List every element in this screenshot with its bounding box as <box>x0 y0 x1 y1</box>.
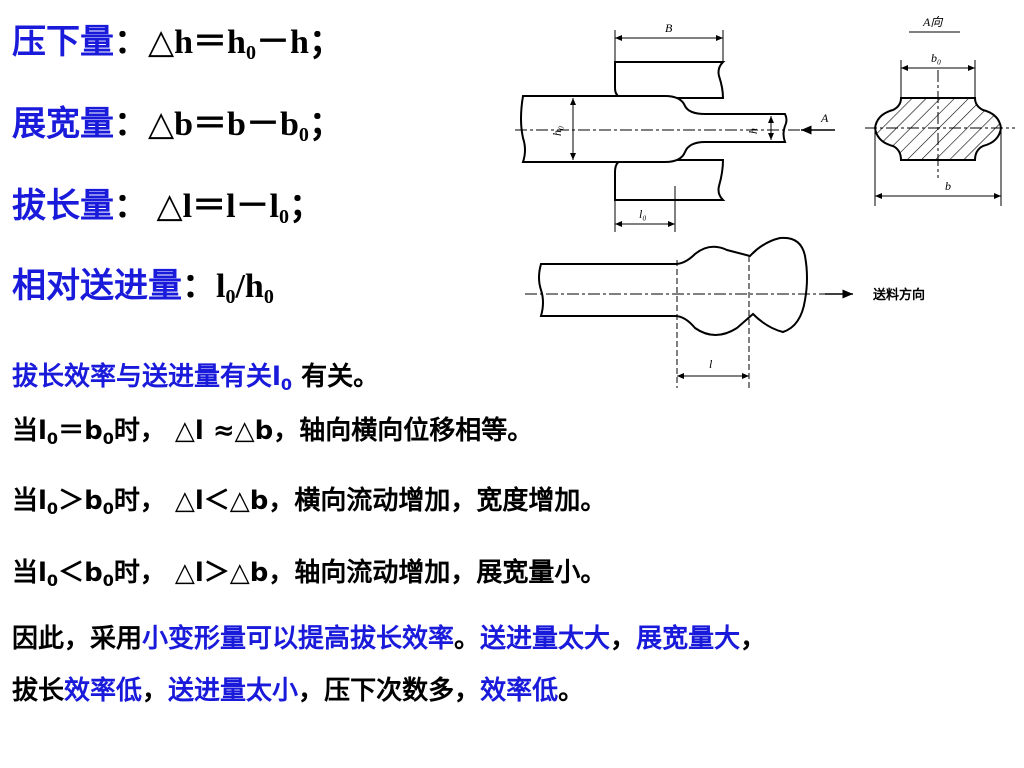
label-l: l <box>709 357 713 371</box>
formula-elongation: 拔长量： △l＝l－l0； <box>12 188 323 228</box>
label-B: B <box>665 21 673 35</box>
formula-label: 压下量 <box>12 24 114 61</box>
cross-section-view: A向 b₀ b <box>865 15 1015 206</box>
anvil-forging-view <box>520 61 788 201</box>
label-A: A <box>820 111 829 125</box>
bar-outline <box>538 236 808 336</box>
formula-label: 展宽量 <box>12 106 114 143</box>
label-h: h <box>746 128 760 134</box>
elongated-bar-view <box>538 236 808 336</box>
text-case-equal: 当l0＝b0时， △l ≈△b，轴向横向位移相等。 <box>12 416 534 448</box>
formula-spread: 展宽量：△b＝b－b0； <box>12 106 343 146</box>
label-A-direction: A向 <box>922 15 943 29</box>
label-b: b <box>945 179 951 193</box>
label-l0: l₀ <box>639 207 647 221</box>
formula-relative-feed: 相对送进量：l0/h0 <box>12 268 274 308</box>
text-case-less: 当l0＜b0时， △l＞△b，轴向流动增加，展宽量小。 <box>12 558 607 590</box>
text-efficiency-relation: 拔长效率与送进量有关l0 有关。 <box>12 362 380 394</box>
formula-reduction: 压下量：△h＝h0－h； <box>12 24 343 64</box>
text-case-greater: 当l0＞b0时， △l＜△b，横向流动增加，宽度增加。 <box>12 486 607 518</box>
label-h0: h₀ <box>550 126 564 136</box>
upper-anvil <box>614 61 726 99</box>
drawing-figure: A B h₀ h l₀ A向 b₀ b 送料方向 l <box>515 15 1015 388</box>
formula-label: 拔长量 <box>12 188 114 225</box>
lower-anvil <box>614 159 726 201</box>
label-feed-direction: 送料方向 <box>872 287 925 303</box>
text-conclusion-1: 因此，采用小变形量可以提高拔长效率。送进量太大，展宽量大， <box>12 624 767 654</box>
text-conclusion-2: 拔长效率低，送进量太小，压下次数多，效率低。 <box>12 676 585 706</box>
workpiece <box>520 95 788 163</box>
formula-label: 相对送进量 <box>12 268 182 305</box>
label-b0: b₀ <box>931 51 941 65</box>
